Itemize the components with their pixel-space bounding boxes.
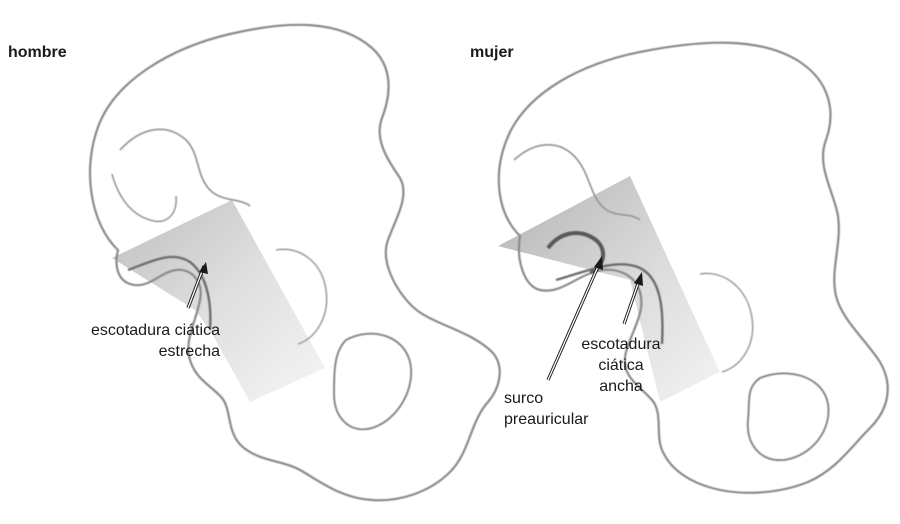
male-title: hombre <box>8 42 67 63</box>
female-notch-label: escotadura ciática ancha <box>566 334 676 397</box>
female-title: mujer <box>470 42 514 63</box>
female-notch-label-line2: ciática <box>566 355 676 376</box>
female-notch-label-line3: ancha <box>566 376 676 397</box>
male-auricular-contour <box>112 174 176 221</box>
male-notch-label: escotadura ciática estrecha <box>10 320 220 362</box>
female-obturator-foramen <box>748 373 829 460</box>
male-notch-highlight-box <box>112 200 325 402</box>
male-notch-label-line1: escotadura ciática <box>10 320 220 341</box>
male-notch-label-line2: estrecha <box>10 341 220 362</box>
female-groove-label-line2: preauricular <box>504 409 588 430</box>
male-obturator-foramen <box>334 334 411 430</box>
male-iliac-contour <box>120 129 250 206</box>
female-notch-label-line1: escotadura <box>566 334 676 355</box>
male-hip-bone <box>90 25 500 500</box>
